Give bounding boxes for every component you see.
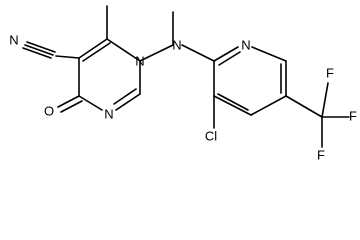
cf3-f-top-bond: [321, 82, 329, 118]
amine-n-label: N: [172, 37, 181, 52]
nitrile-triple-bond-a: [26, 41, 56, 53]
fluorine-right-label: F: [349, 108, 357, 123]
carbonyl-bond: [57, 95, 80, 108]
carbonyl-double-bond: [60, 100, 83, 113]
pyridine-bond-c2-n1: [213, 46, 239, 62]
oxygen-label: O: [44, 103, 54, 118]
nitrogen-nitrogen-bond: [139, 44, 174, 62]
ring-bond-n3-c4: [78, 95, 103, 111]
amine-to-pyridine-bond: [181, 44, 215, 62]
nitrile-to-ring-bond: [55, 55, 80, 59]
ring-n3-label: N: [104, 106, 113, 121]
ring-bond-c2-n3-double: [113, 88, 137, 105]
pyridine-bond-n1-c6: [251, 46, 287, 62]
pyridine-bond-c2-n1-double: [218, 51, 241, 66]
chemical-structure: N N N N O N Cl F F F: [9, 5, 357, 162]
ring-bond-c5-c6: [78, 38, 108, 59]
nitrile-n-label: N: [9, 32, 18, 47]
nitrile-triple-bond-b: [24, 44, 54, 56]
pyridine-bond-c5-c4: [250, 95, 287, 116]
chlorine-label: Cl: [205, 128, 217, 143]
ring-bond-c6-n1: [106, 38, 141, 62]
fluorine-top-label: F: [326, 65, 334, 80]
pyridine-bond-c4-c3-double: [217, 93, 249, 111]
pyridine-bond-c4-c3: [213, 95, 252, 116]
ring-n1-label: N: [135, 53, 144, 68]
nitrile-triple-bond-c: [22, 47, 52, 59]
ring-bond-c2-n3: [115, 93, 141, 111]
cf3-bond: [285, 95, 323, 118]
fluorine-bottom-label: F: [317, 147, 325, 162]
ring-bond-c5-c6-double: [82, 42, 111, 62]
pyridine-n-label: N: [241, 37, 250, 52]
